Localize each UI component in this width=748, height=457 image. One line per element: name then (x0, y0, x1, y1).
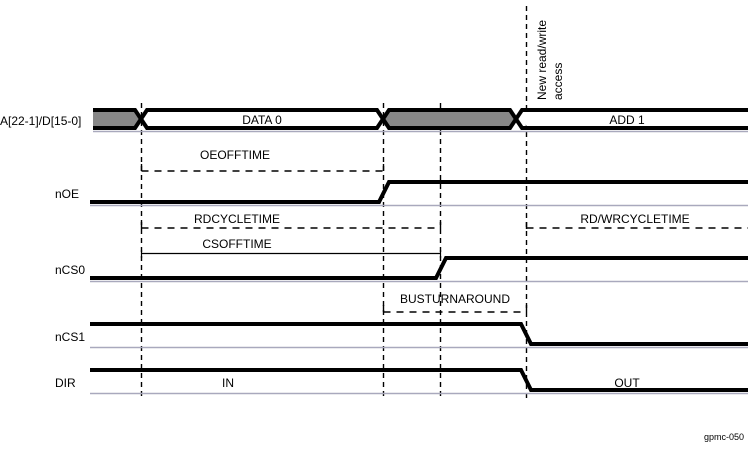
ncs0-waveform (90, 256, 748, 283)
bus-segment-hidden-2 (383, 110, 516, 128)
measurement-busturnaround-bracket (382, 305, 528, 316)
bus-segment-hidden-1 (93, 110, 141, 128)
new-access-annotation: New read/write access (535, 20, 565, 100)
dir-state-in-label: IN (222, 376, 234, 390)
measurement-rdwrcycletime: RD/WRCYCLETIME (525, 212, 748, 232)
dir-waveform: IN OUT (90, 368, 748, 395)
bus-segment-data0-fill (141, 110, 383, 128)
measurement-csofftime: CSOFFTIME (140, 237, 442, 258)
measurement-busturnaround-label: BUSTURNAROUND (400, 292, 510, 306)
new-access-annotation-line2: access (551, 63, 565, 100)
bus-outline-bottom (93, 115, 748, 130)
measurement-oeofftime-bracket (140, 164, 385, 174)
bus-segment-add1-fill (522, 110, 748, 128)
bus-segment-data0-label: DATA 0 (242, 113, 282, 127)
signal-label-dir: DIR (55, 376, 76, 390)
measurement-rdcycletime-label: RDCYCLETIME (194, 212, 280, 226)
measurement-rdwrcycletime-bracket (525, 222, 748, 232)
noe-wave-path (90, 180, 748, 204)
bus-waveform: DATA 0 ADD 1 (93, 108, 748, 133)
measurement-csofftime-bracket (140, 250, 442, 258)
measurement-csofftime-label: CSOFFTIME (202, 237, 271, 251)
signal-label-ncs0: nCS0 (55, 263, 85, 277)
measurement-oeofftime: OEOFFTIME (140, 148, 385, 174)
new-access-annotation-line1: New read/write (535, 20, 549, 100)
diagram-caption: gpmc-050 (704, 432, 744, 442)
measurement-rdwrcycletime-label: RD/WRCYCLETIME (580, 212, 689, 226)
noe-waveform (90, 180, 748, 207)
signal-label-ncs1: nCS1 (55, 330, 85, 344)
ncs1-waveform (90, 322, 748, 349)
ncs1-wave-path (90, 322, 748, 346)
measurement-rdcycletime-bracket (140, 222, 442, 232)
ncs0-wave-path (90, 256, 748, 280)
dir-wave-path (90, 368, 748, 392)
dir-state-out-label: OUT (614, 376, 640, 390)
signal-label-bus: A[22-1]/D[15-0] (0, 114, 81, 128)
measurement-rdcycletime: RDCYCLETIME (140, 212, 442, 232)
signal-label-noe: nOE (55, 187, 79, 201)
measurement-oeofftime-label: OEOFFTIME (200, 148, 270, 162)
measurement-busturnaround: BUSTURNAROUND (382, 292, 528, 316)
bus-segment-add1-label: ADD 1 (609, 113, 645, 127)
